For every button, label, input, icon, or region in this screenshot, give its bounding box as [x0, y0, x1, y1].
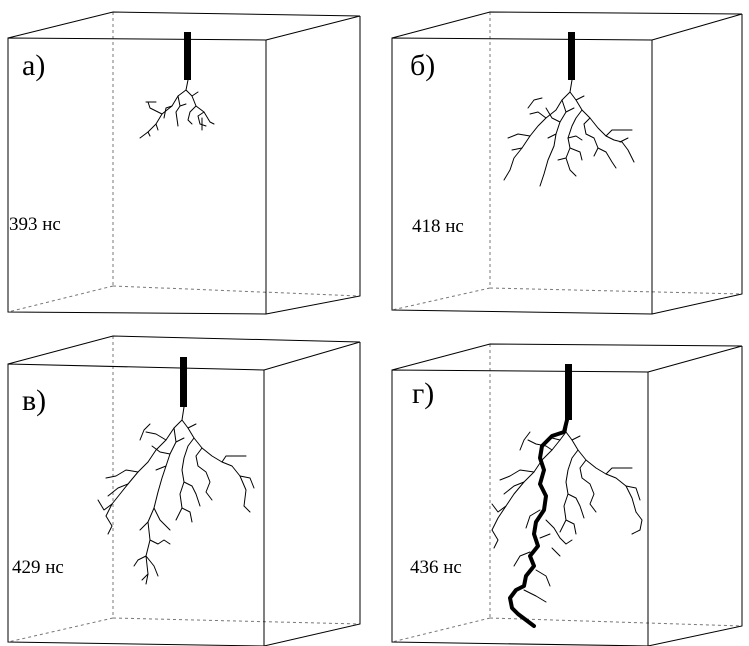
- cube-right-edges: [265, 16, 361, 315]
- panel-label: б): [410, 49, 435, 82]
- panel-label: г): [412, 377, 434, 410]
- panel-a: а) 393 нс: [7, 11, 361, 315]
- cube-right-edges: [263, 342, 361, 646]
- cube-front-face: [7, 37, 267, 315]
- electrode: [565, 364, 572, 420]
- panel-d: г) 436 нс: [391, 343, 743, 646]
- cube-front-face: [391, 369, 649, 646]
- streamer-branches: [503, 79, 635, 187]
- time-label: 393 нс: [9, 214, 61, 235]
- cube-front-face: [7, 363, 265, 646]
- panel-b: б) 418 нс: [391, 11, 743, 315]
- cube-top-edges: [391, 11, 743, 41]
- electrode: [568, 32, 575, 80]
- time-label: 436 нс: [410, 557, 462, 578]
- cube-top-edges: [7, 11, 361, 41]
- cube-right-edges: [651, 14, 743, 315]
- panel-c: в) 429 нс: [7, 335, 361, 646]
- time-label: 429 нс: [12, 557, 64, 578]
- cube-right-edges: [647, 346, 743, 646]
- panel-label: в): [22, 384, 46, 417]
- streamer-branches: [139, 79, 215, 139]
- cube-top-edges: [7, 335, 361, 371]
- streamer-branches: [97, 406, 255, 585]
- time-label: 418 нс: [412, 216, 464, 237]
- electrode: [184, 32, 191, 80]
- main-channel: [508, 418, 569, 628]
- streamer-branches: [491, 419, 643, 603]
- electrode: [180, 357, 187, 407]
- panel-label: а): [22, 49, 45, 82]
- cube-top-edges: [391, 343, 743, 373]
